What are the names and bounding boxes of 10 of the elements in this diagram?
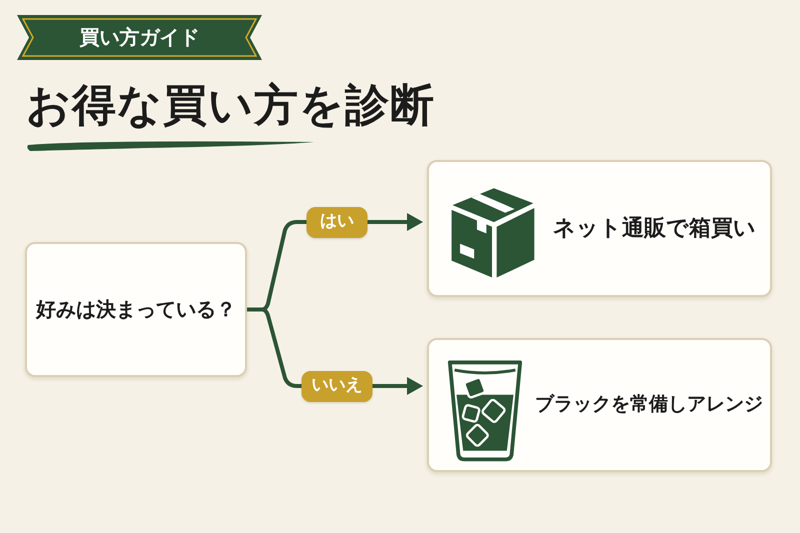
result-card	[427, 338, 772, 472]
page-title: お得な買い方を診断	[26, 84, 435, 128]
edge-label: いいえ	[302, 370, 372, 402]
edge-label: はい	[306, 206, 368, 238]
question-card	[25, 242, 247, 377]
result-card	[427, 160, 772, 297]
question-text: 好みは決まっている？	[36, 297, 236, 322]
result-text: ネット通販で箱買い	[553, 214, 756, 242]
banner-label: 買い方ガイド	[80, 25, 200, 50]
result-text: ブラックを常備しアレンジ	[535, 393, 763, 417]
